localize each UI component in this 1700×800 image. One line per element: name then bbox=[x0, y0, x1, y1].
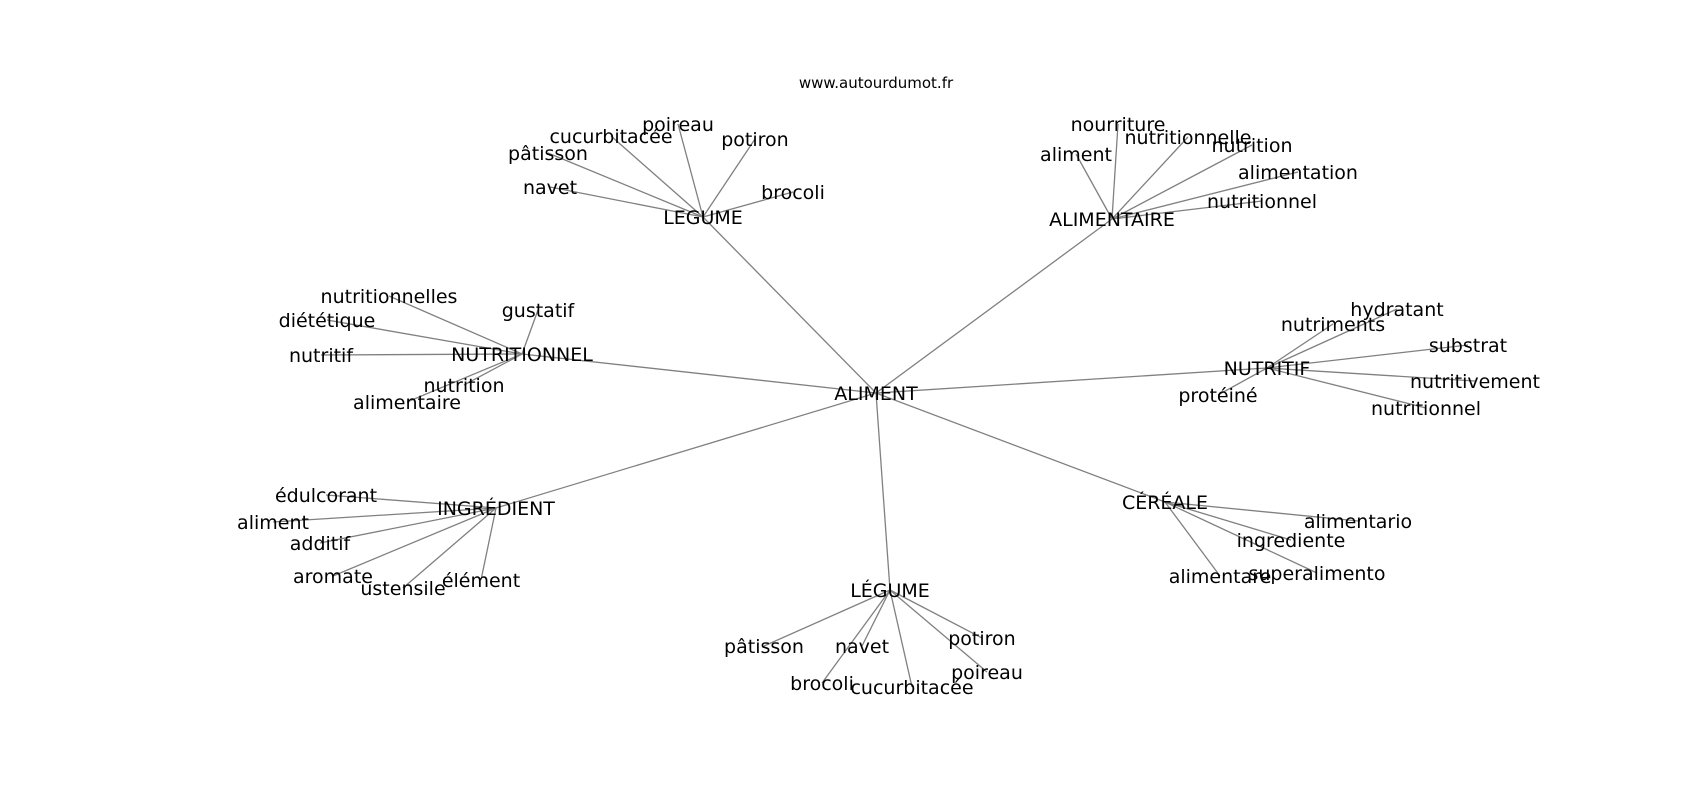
edge-center-to-hub bbox=[875, 392, 1166, 503]
edge-hub-to-leaf bbox=[861, 589, 891, 647]
edge-center-to-hub bbox=[875, 218, 1113, 394]
edge-hub-to-leaf bbox=[388, 295, 523, 355]
leaf-node[interactable]: aliment bbox=[237, 512, 309, 534]
edge-hub-to-leaf bbox=[521, 309, 539, 355]
leaf-node[interactable]: aliment bbox=[1040, 144, 1112, 166]
leaf-node[interactable]: gustatif bbox=[502, 300, 576, 322]
hub-node[interactable]: CÉRÉALE bbox=[1122, 491, 1208, 514]
leaf-node[interactable]: aromate bbox=[293, 566, 373, 588]
edge-hub-to-leaf bbox=[1164, 501, 1292, 541]
edge-hub-to-leaf bbox=[1111, 144, 1253, 220]
edge-hub-to-leaf bbox=[1217, 367, 1268, 396]
leaf-node[interactable]: alimentation bbox=[1238, 162, 1358, 184]
leaf-node[interactable]: poireau bbox=[951, 662, 1023, 684]
leaf-node[interactable]: additif bbox=[290, 533, 352, 555]
edge-hub-to-leaf bbox=[272, 507, 497, 523]
edge-hub-to-leaf bbox=[702, 138, 756, 218]
leaf-node[interactable]: brocoli bbox=[761, 182, 825, 204]
edge-center-to-hub bbox=[702, 216, 877, 394]
leaf-node[interactable]: substrat bbox=[1429, 335, 1507, 357]
edge-hub-to-leaf bbox=[1266, 344, 1469, 369]
edge-hub-to-leaf bbox=[547, 152, 704, 218]
leaf-node[interactable]: potiron bbox=[721, 129, 788, 151]
edge-hub-to-leaf bbox=[1164, 501, 1318, 574]
edge-hub-to-leaf bbox=[320, 353, 523, 356]
edge-hub-to-leaf bbox=[1266, 308, 1398, 369]
edge-hub-to-leaf bbox=[1266, 367, 1427, 409]
edge-hub-to-leaf bbox=[889, 589, 983, 639]
edge-center-to-hub bbox=[875, 367, 1268, 394]
edge-hub-to-leaf bbox=[889, 589, 988, 673]
edge-hub-to-leaf bbox=[463, 353, 523, 386]
edge-center-to-hub bbox=[875, 392, 891, 591]
leaf-node[interactable]: nutritionnel bbox=[1371, 398, 1481, 420]
edge-hub-to-leaf bbox=[1164, 501, 1359, 522]
leaf-node[interactable]: potiron bbox=[948, 628, 1015, 650]
edge-hub-to-leaf bbox=[610, 135, 704, 218]
edge-hub-to-leaf bbox=[326, 319, 523, 355]
leaf-node[interactable]: protéiné bbox=[1178, 385, 1257, 407]
leaf-node[interactable]: pâtisson bbox=[724, 636, 804, 658]
edge-center-to-hub bbox=[521, 353, 877, 394]
edge-hub-to-leaf bbox=[325, 494, 497, 509]
edge-hub-to-leaf bbox=[1111, 123, 1119, 220]
leaf-node[interactable]: superalimento bbox=[1248, 563, 1385, 585]
leaf-node[interactable]: navet bbox=[835, 636, 889, 658]
edge-hub-to-leaf bbox=[1111, 136, 1189, 220]
leaf-node[interactable]: pâtisson bbox=[508, 143, 588, 165]
edge-hub-to-leaf bbox=[480, 507, 497, 581]
edge-hub-to-leaf bbox=[1075, 153, 1113, 220]
edge-hub-to-leaf bbox=[1111, 200, 1263, 220]
edge-hub-to-leaf bbox=[702, 191, 794, 218]
hub-node[interactable]: LEGUME bbox=[663, 207, 743, 229]
graph-edges bbox=[272, 123, 1476, 688]
edge-hub-to-leaf bbox=[889, 589, 913, 688]
leaf-node[interactable]: brocoli bbox=[790, 673, 854, 695]
leaf-node[interactable]: ustensile bbox=[360, 578, 445, 600]
center-node[interactable]: ALIMENT bbox=[834, 383, 918, 405]
leaf-node[interactable]: nutritionnelles bbox=[321, 286, 458, 308]
leaf-node[interactable]: hydratant bbox=[1350, 299, 1443, 321]
edge-center-to-hub bbox=[495, 392, 877, 509]
leaf-node[interactable]: nutriments bbox=[1281, 314, 1385, 336]
leaf-node[interactable]: diététique bbox=[279, 310, 376, 332]
site-watermark: www.autourdumot.fr bbox=[799, 74, 954, 92]
leaf-node[interactable]: nutritionnel bbox=[1207, 191, 1317, 213]
graph-nodes: ALIMENTLEGUMEnavetpâtissoncucurbitacéepo… bbox=[237, 114, 1540, 699]
hub-node[interactable]: ALIMENTAIRE bbox=[1049, 209, 1175, 231]
edge-hub-to-leaf bbox=[821, 589, 891, 684]
leaf-node[interactable]: nutritivement bbox=[1410, 371, 1540, 393]
leaf-node[interactable]: nutrition bbox=[1211, 135, 1292, 157]
edge-hub-to-leaf bbox=[677, 123, 704, 218]
edge-hub-to-leaf bbox=[332, 507, 497, 577]
leaf-node[interactable]: navet bbox=[523, 177, 577, 199]
hub-node[interactable]: LÉGUME bbox=[850, 579, 930, 602]
edge-hub-to-leaf bbox=[1164, 501, 1221, 577]
edge-hub-to-leaf bbox=[1266, 323, 1334, 369]
leaf-node[interactable]: nutrition bbox=[423, 375, 504, 397]
edge-hub-to-leaf bbox=[1111, 171, 1299, 220]
leaf-node[interactable]: ingrediente bbox=[1237, 530, 1346, 552]
edge-hub-to-leaf bbox=[402, 507, 497, 589]
leaf-node[interactable]: alimentare bbox=[1169, 566, 1272, 588]
leaf-node[interactable]: nutritif bbox=[289, 345, 354, 367]
leaf-node[interactable]: édulcorant bbox=[275, 485, 377, 507]
hub-node[interactable]: INGRÉDIENT bbox=[437, 497, 555, 520]
leaf-node[interactable]: élément bbox=[442, 570, 520, 592]
leaf-node[interactable]: alimentario bbox=[1304, 511, 1412, 533]
leaf-node[interactable]: cucurbitacée bbox=[549, 126, 672, 148]
edge-hub-to-leaf bbox=[549, 186, 704, 218]
edge-hub-to-leaf bbox=[1266, 367, 1476, 382]
leaf-node[interactable]: nutritionnelle bbox=[1125, 127, 1252, 149]
leaf-node[interactable]: nourriture bbox=[1071, 114, 1166, 136]
hub-node[interactable]: NUTRITIF bbox=[1224, 358, 1311, 380]
leaf-node[interactable]: cucurbitacée bbox=[850, 677, 973, 699]
edge-hub-to-leaf bbox=[319, 507, 497, 544]
edge-hub-to-leaf bbox=[406, 353, 523, 403]
leaf-node[interactable]: alimentaire bbox=[353, 392, 461, 414]
leaf-node[interactable]: poireau bbox=[642, 114, 714, 136]
hub-node[interactable]: NUTRITIONNEL bbox=[451, 344, 593, 366]
edge-hub-to-leaf bbox=[763, 589, 891, 647]
